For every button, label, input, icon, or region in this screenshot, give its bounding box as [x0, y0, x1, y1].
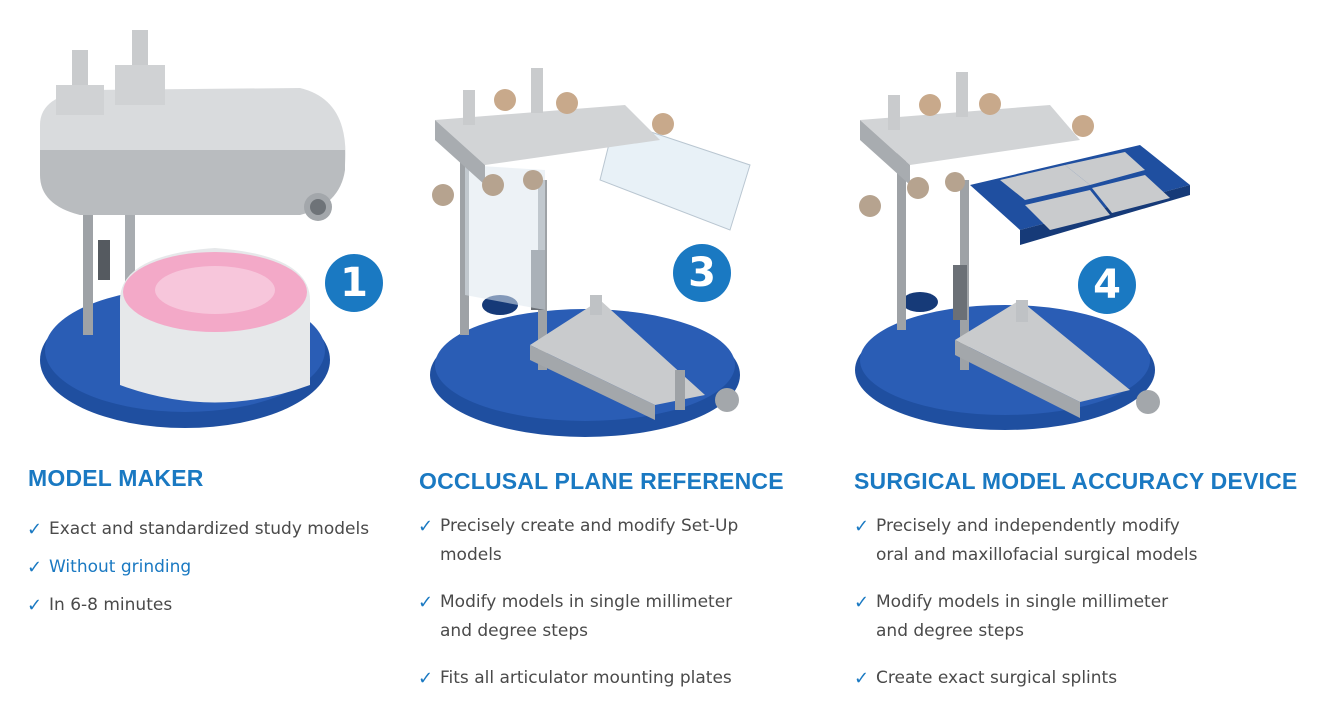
check-icon: ✓ [418, 592, 434, 613]
product-number-badge: 3 [673, 244, 731, 302]
feature-item: ✓ Modify models in single millimeter and… [418, 588, 738, 646]
occlusal-plane-reference-image [405, 0, 835, 450]
model-maker-image [0, 0, 400, 450]
product-number-badge: 4 [1078, 256, 1136, 314]
check-icon: ✓ [418, 516, 434, 537]
feature-list: ✓ Precisely and independently modify ora… [854, 512, 1197, 693]
check-icon: ✓ [854, 668, 870, 689]
check-icon: ✓ [418, 668, 434, 689]
feature-item: ✓ In 6-8 minutes [27, 591, 369, 620]
product-title: SURGICAL MODEL ACCURACY DEVICE [854, 468, 1298, 494]
feature-item: ✓ Without grinding [27, 553, 369, 582]
feature-item: ✓ Exact and standardized study models [27, 515, 369, 544]
feature-item: ✓ Precisely create and modify Set-Up mod… [418, 512, 738, 570]
check-icon: ✓ [27, 557, 43, 578]
product-model-maker: 1 MODEL MAKER ✓ Exact and standardized s… [0, 0, 400, 706]
surgical-model-accuracy-device-image [840, 0, 1320, 450]
product-number-badge: 1 [325, 254, 383, 312]
check-icon: ✓ [27, 595, 43, 616]
check-icon: ✓ [854, 592, 870, 613]
feature-item: ✓ Create exact surgical splints [854, 664, 1197, 693]
feature-list: ✓ Precisely create and modify Set-Up mod… [418, 512, 738, 693]
product-title: MODEL MAKER [28, 465, 204, 491]
feature-item: ✓ Precisely and independently modify ora… [854, 512, 1197, 570]
product-surgical-model-accuracy-device: 4 SURGICAL MODEL ACCURACY DEVICE ✓ Preci… [840, 0, 1320, 706]
check-icon: ✓ [854, 516, 870, 537]
feature-item: ✓ Fits all articulator mounting plates [418, 664, 738, 693]
product-title: OCCLUSAL PLANE REFERENCE [419, 468, 784, 494]
feature-item: ✓ Modify models in single millimeter and… [854, 588, 1197, 646]
feature-list: ✓ Exact and standardized study models ✓ … [27, 515, 369, 620]
check-icon: ✓ [27, 519, 43, 540]
product-occlusal-plane-reference: 3 OCCLUSAL PLANE REFERENCE ✓ Precisely c… [405, 0, 835, 706]
